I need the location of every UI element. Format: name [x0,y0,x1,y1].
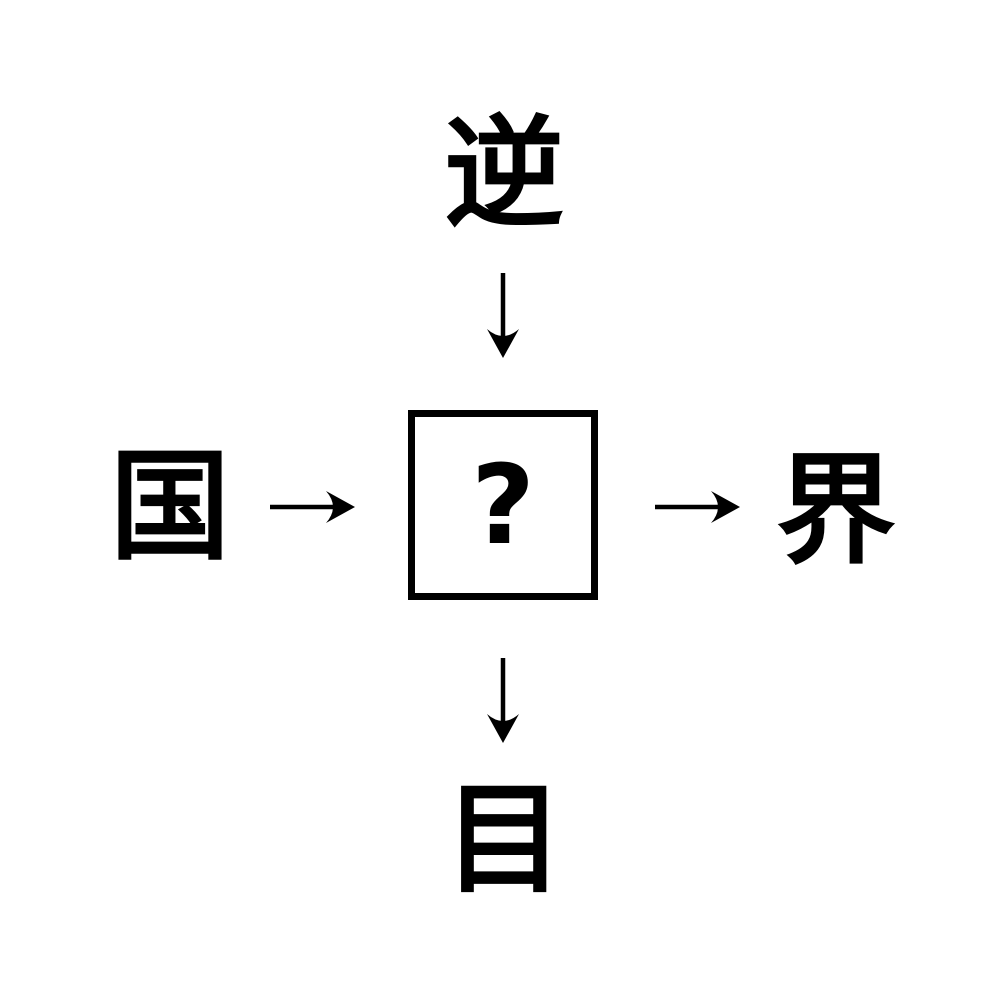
top-kanji: 逆 [444,105,564,244]
arrow-right-icon [270,491,355,523]
left-kanji: 国 [110,438,230,577]
answer-box: ? [408,410,598,600]
arrow-right-icon [655,491,740,523]
arrow-down-icon [487,658,519,743]
right-kanji: 界 [776,442,896,581]
arrow-down-icon [487,273,519,358]
question-mark: ? [471,441,535,569]
bottom-kanji: 目 [444,771,564,910]
